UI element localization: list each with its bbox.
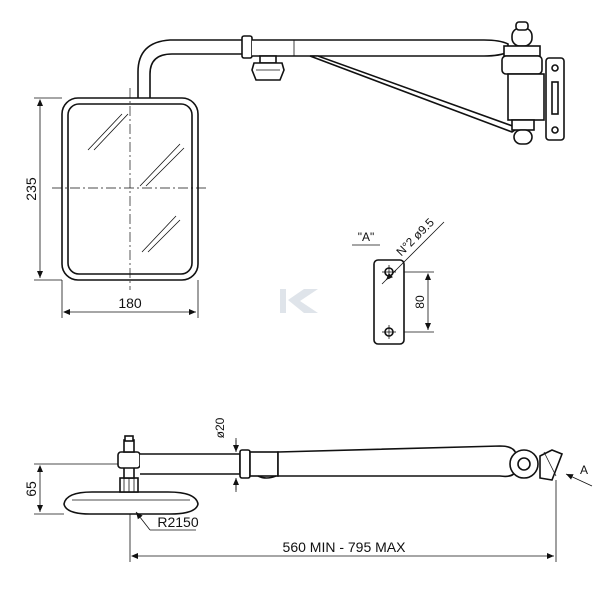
mounting-bracket [501,21,565,145]
watermark-logo: K [280,289,318,313]
dim-arm-length: 560 MIN - 795 MAX [129,480,557,562]
dim-length-label: 560 MIN - 795 MAX [283,539,407,555]
arm-tube [137,35,520,133]
mirror-head-front [52,88,208,290]
detail-a-label: "A" [358,230,375,244]
dim-mirror-width: 180 [61,280,199,318]
dim-mirror-offset: 65 [23,463,118,515]
view-arrow-a-label: A [580,463,588,477]
dim-80-label: 80 [413,295,427,309]
view-arrow-a: A [565,463,593,487]
dim-mirror-height: 235 [23,97,62,281]
dim-mirror-radius: R2150 [135,511,199,531]
dim-180-label: 180 [118,295,142,311]
dim-r2150-label: R2150 [157,514,198,530]
dim-65-label: 65 [23,481,39,497]
top-view: 235 180 [23,21,565,318]
dim-235-label: 235 [23,177,39,201]
dim-d20-label: ø20 [213,417,227,438]
hole-spec-label: N°2 ø9.5 [393,215,437,259]
dim-arm-diameter: ø20 [213,417,239,492]
mirror-head-side [63,435,199,515]
svg-text:K: K [299,311,300,313]
detail-a: "A" N°2 ø9.5 80 [352,215,445,345]
arm-tube-side [140,445,564,481]
side-view: ø20 A 65 R2150 560 MIN - 795 MAX [23,417,593,562]
